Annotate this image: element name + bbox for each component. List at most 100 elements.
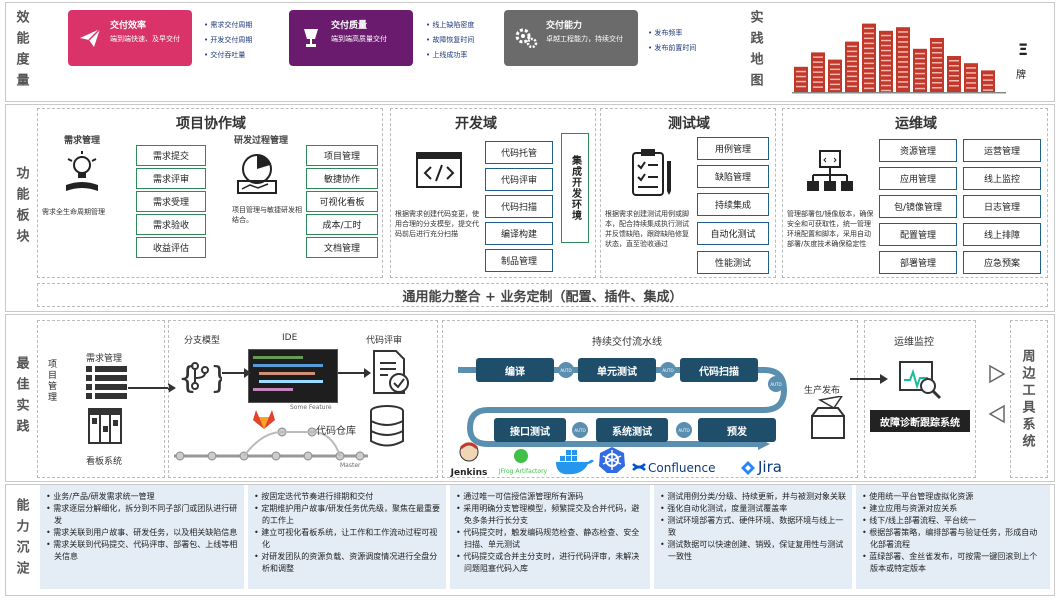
dev-item[interactable]: 编译构建: [485, 222, 553, 245]
metric-item: 线上缺陷密度: [426, 18, 474, 33]
dev-item[interactable]: 代码评审: [485, 168, 553, 191]
flow-arrow: [338, 368, 371, 378]
map-bar-stripe: [915, 87, 925, 90]
map-bar-stripe: [847, 55, 857, 58]
network-icon: [807, 150, 853, 191]
ops-item[interactable]: 包/镜像管理: [879, 195, 957, 218]
map-bar-stripe: [949, 75, 959, 77]
map-bar-stripe: [847, 60, 857, 63]
ops-practice-area: [864, 320, 976, 478]
metric-list-capability: 发布频率 发布前置时间: [648, 26, 696, 56]
map-bar-stripe: [966, 82, 976, 84]
ops-item[interactable]: 应急预案: [963, 251, 1041, 274]
pipeline-stage[interactable]: 预发: [698, 418, 776, 442]
test-item[interactable]: 自动化测试: [697, 222, 769, 245]
map-bar-stripe: [864, 47, 874, 50]
flow-arrow: [850, 374, 888, 384]
auto-badge: AUTO: [676, 422, 692, 438]
map-bar-stripe: [983, 79, 993, 81]
ops-domain: 运维域 管理部署包/镜像版本，确保安全和可获取性，统一管理环境配置和脚本，采用自…: [782, 108, 1048, 278]
gitlab-icon: [253, 410, 275, 429]
pipeline-stage[interactable]: 单元测试: [578, 358, 656, 382]
ops-item[interactable]: 配置管理: [879, 223, 957, 246]
flow-arrow: [222, 368, 251, 378]
metric-item: 开发交付周期: [204, 33, 252, 48]
capability-row-label: 能力沉淀: [13, 498, 29, 582]
test-domain-title: 测试域: [668, 116, 710, 132]
metric-card-subtitle: 端到端快速、及早交付: [110, 35, 180, 43]
dev-item[interactable]: 制品管理: [485, 249, 553, 272]
map-bar-stripe: [932, 77, 942, 79]
ide-side-box[interactable]: 集成开发环境: [561, 133, 589, 243]
map-bar: [794, 66, 808, 92]
pipeline-stage[interactable]: 代码扫描: [680, 358, 758, 382]
req-mgmt-title: 需求管理: [64, 136, 101, 146]
proc-item[interactable]: 成本/工时: [306, 214, 378, 235]
test-item[interactable]: 性能测试: [697, 251, 769, 274]
tools-system-label: 周边工具系统: [1019, 349, 1035, 451]
capability-item: 按固定迭代节奏进行排期和交付: [254, 491, 440, 503]
jfrog-icon: [514, 449, 528, 463]
capability-item: 测试环境部署方式、硬件环境、数据环境与线上一致: [660, 515, 846, 539]
req-item[interactable]: 需求受理: [136, 191, 206, 212]
artifactory-logo: JFrog Artifactory: [494, 448, 552, 475]
common-capability-bar: 通用能力整合 + 业务定制（配置、插件、集成）: [37, 283, 1048, 307]
ops-item[interactable]: 资源管理: [879, 139, 957, 162]
capability-item: 强化自动化测试，度量测试覆盖率: [660, 503, 846, 515]
req-item[interactable]: 需求提交: [136, 145, 206, 166]
map-bar: [896, 27, 910, 93]
test-item[interactable]: 持续集成: [697, 193, 769, 216]
metric-item: 故障恢复时间: [426, 33, 474, 48]
map-bar-stripe: [966, 77, 976, 79]
auto-badge: AUTO: [572, 422, 588, 438]
capability-column-ops: 使用统一平台管理虚拟化资源 建立应用与资源对应关系 线下/线上部署流程、平台统一…: [856, 485, 1050, 589]
fault-diagnosis-system[interactable]: 故障诊断跟踪系统: [870, 410, 970, 432]
map-bar-stripe: [898, 76, 908, 78]
test-item[interactable]: 用例管理: [697, 137, 769, 160]
ops-item[interactable]: 日志管理: [963, 195, 1041, 218]
proc-item[interactable]: 敏捷协作: [306, 168, 378, 189]
capability-item: 根据部署策略，编排部署与验证任务，形成自动化部署流程: [862, 527, 1044, 551]
dev-item[interactable]: 代码扫描: [485, 195, 553, 218]
map-bar-stripe: [881, 79, 891, 82]
req-item[interactable]: 需求验收: [136, 214, 206, 235]
map-bar-stripe: [881, 89, 891, 92]
map-bar-stripe: [915, 62, 925, 65]
metric-card-efficiency: 交付效率 端到端快速、及早交付: [68, 10, 192, 66]
test-domain: 测试域 根据需求创建测试用例或脚本，配合持续集成执行测试并反馈缺陷，跟踪缺陷修复…: [600, 108, 776, 278]
capability-item: 需求关联到用户故事、研发任务，以及相关缺陷信息: [46, 527, 238, 539]
ops-item[interactable]: 线上监控: [963, 167, 1041, 190]
metric-list-efficiency: 需求交付周期 开发交付周期 交付吞吐量: [204, 18, 252, 63]
ide-label: IDE: [282, 333, 298, 343]
proc-item[interactable]: 文档管理: [306, 237, 378, 258]
map-bar-stripe: [847, 70, 857, 73]
capability-item: 测试用例分类/分级、持续更新，并与被测对象关联: [660, 491, 846, 503]
pipeline-stage[interactable]: 编译: [476, 358, 554, 382]
req-item[interactable]: 需求评审: [136, 168, 206, 189]
map-bar-stripe: [898, 61, 908, 63]
capability-item: 对研发团队的资源负载、资源调度情况进行全盘分析和调整: [254, 551, 440, 575]
pipeline-stage[interactable]: 系统测试: [596, 418, 668, 442]
map-bar-stripe: [881, 64, 891, 67]
map-bar-stripe: [915, 82, 925, 85]
branch-model-label: 分支模型: [184, 336, 221, 346]
ops-item[interactable]: 运营管理: [963, 139, 1041, 162]
dev-practice-area: [168, 320, 438, 478]
test-item[interactable]: 缺陷管理: [697, 165, 769, 188]
dev-item[interactable]: 代码托管: [485, 141, 553, 164]
proc-item[interactable]: 项目管理: [306, 145, 378, 166]
map-bar-stripe: [881, 74, 891, 77]
ops-item[interactable]: 部署管理: [879, 251, 957, 274]
req-practice-area: [37, 320, 165, 478]
proc-item[interactable]: 可视化看板: [306, 191, 378, 212]
ops-item[interactable]: 应用管理: [879, 167, 957, 190]
code-window-icon: [416, 152, 462, 188]
map-bar-stripe: [915, 57, 925, 60]
req-item[interactable]: 收益评估: [136, 237, 206, 258]
map-bar-stripe: [881, 69, 891, 72]
ops-item[interactable]: 线上排障: [963, 223, 1041, 246]
metric-item: 交付吞吐量: [204, 48, 252, 63]
pipeline-stage[interactable]: 接口测试: [494, 418, 566, 442]
best-practice-row-label: 最佳实践: [13, 356, 29, 440]
metric-card-subtitle: 卓越工程能力，持续交付: [546, 35, 623, 43]
